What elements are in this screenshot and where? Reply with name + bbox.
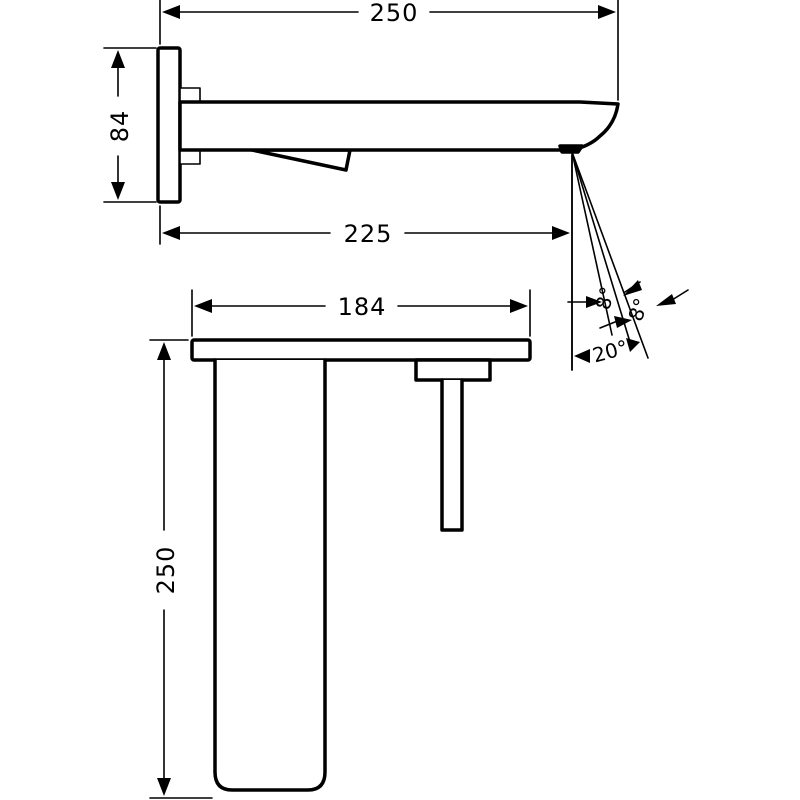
mount-lug-top (179, 87, 201, 103)
angle-label-8-inner: 8° (591, 284, 620, 312)
dim-spout-total-length: 250 (159, 0, 619, 101)
dim-plate-height: 250 (149, 339, 213, 799)
angle-label-20: 20° (590, 335, 630, 367)
dim-label-225: 225 (344, 220, 393, 248)
spout-body (178, 100, 620, 152)
dim-label-184: 184 (338, 293, 387, 321)
aerator (558, 144, 584, 154)
front-view (190, 338, 532, 792)
lever-cap (414, 358, 492, 382)
lever-side (250, 148, 352, 172)
spout-top-bar (190, 338, 532, 362)
wall-plate-side (156, 46, 182, 204)
mount-lug-bottom (179, 149, 201, 165)
spray-angle: 8° 8° 20° (567, 151, 689, 371)
dim-label-250-top: 250 (370, 0, 419, 27)
dim-spout-projection: 225 (159, 155, 573, 371)
dim-plate-width: 184 (191, 289, 531, 337)
dim-label-250-left: 250 (152, 546, 180, 595)
wall-plate-front (213, 358, 327, 792)
dim-label-84: 84 (106, 110, 134, 143)
dim-spout-height: 84 (103, 47, 157, 203)
lever-rod (440, 378, 464, 532)
side-view (156, 46, 620, 204)
